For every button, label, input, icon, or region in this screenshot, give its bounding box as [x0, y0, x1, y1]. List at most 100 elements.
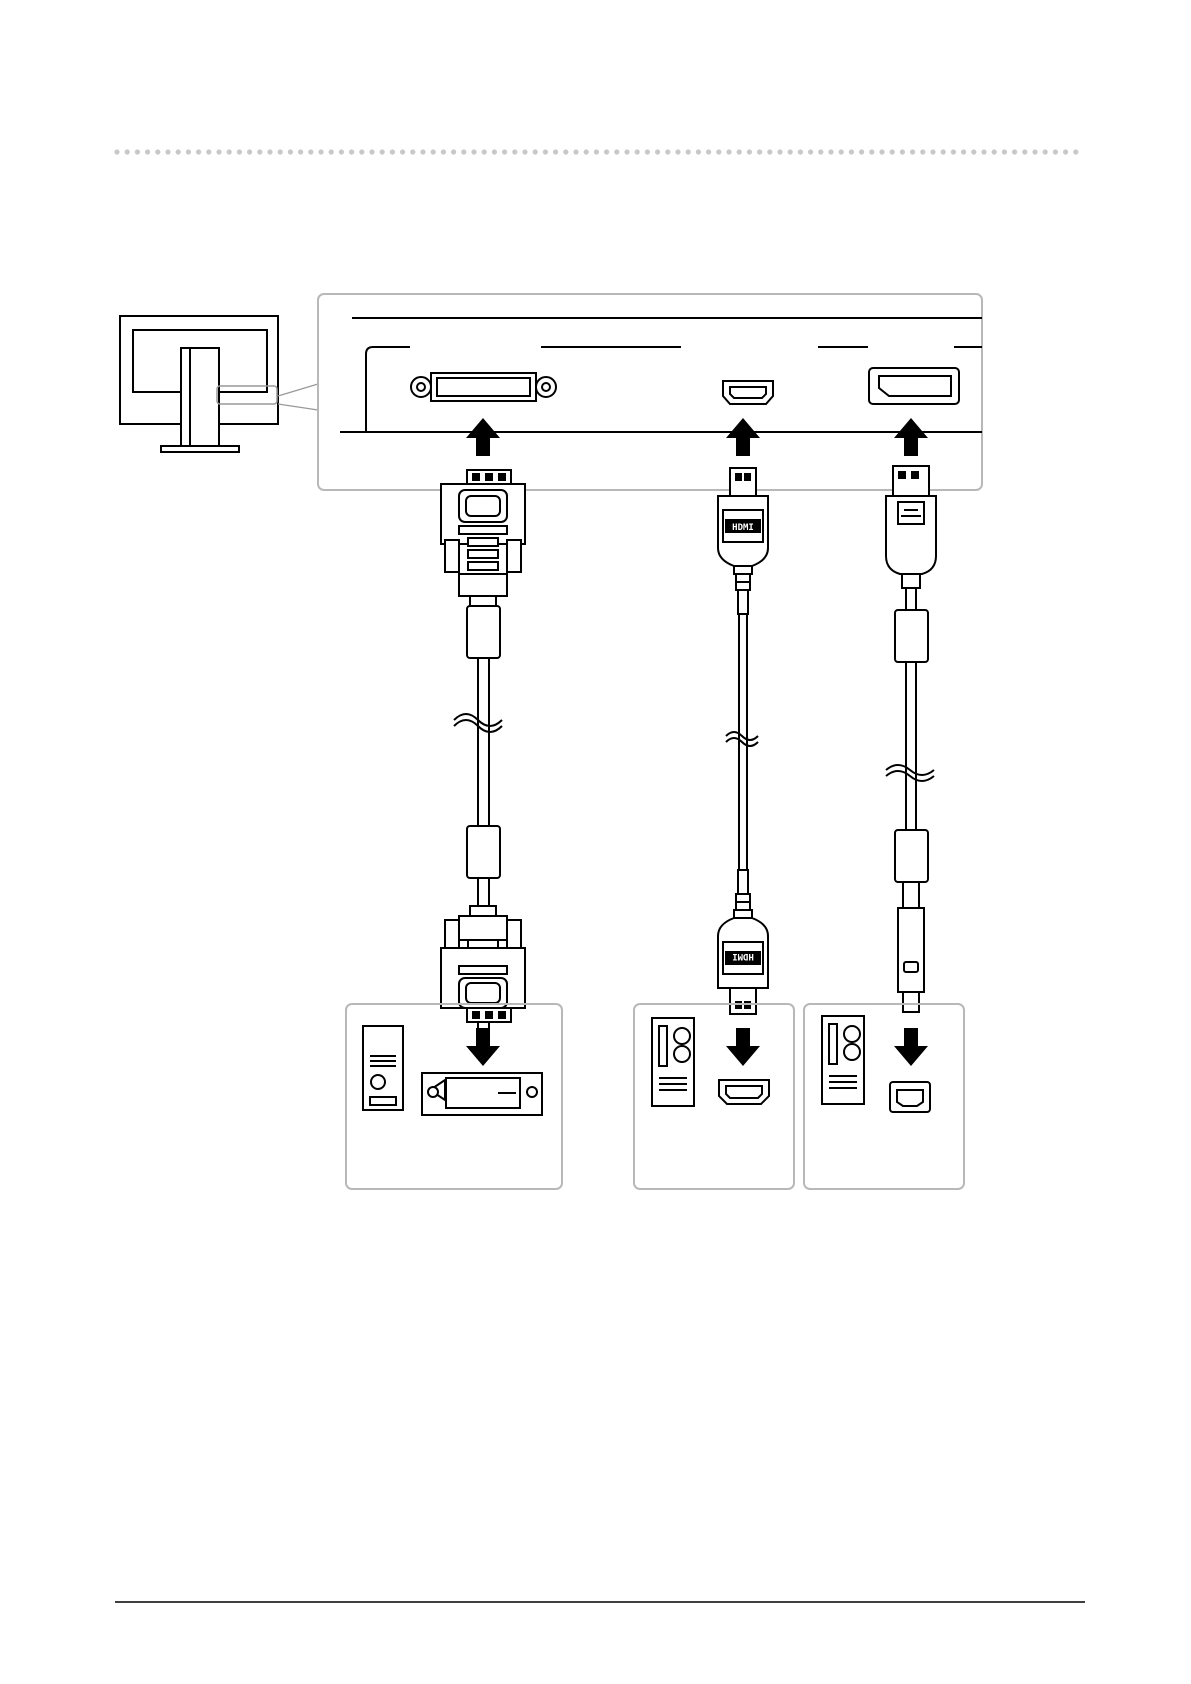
rule-dot [461, 149, 466, 154]
rule-dot [349, 149, 354, 154]
rule-dot [665, 149, 670, 154]
rule-dot [533, 149, 538, 154]
rule-dot [1012, 149, 1017, 154]
arrow-up-icon [894, 418, 928, 456]
rule-dot [614, 149, 619, 154]
rule-dot [930, 149, 935, 154]
rule-dot [267, 149, 272, 154]
rule-dot [114, 149, 119, 154]
hdmi-cable-icon: HDMI HDMI [718, 468, 768, 1014]
arrow-up-icon [726, 418, 760, 456]
mini-displayport-port-icon [890, 1082, 930, 1112]
rule-dot [288, 149, 293, 154]
rule-dot [553, 149, 558, 154]
rule-dot [767, 149, 772, 154]
rule-dot [329, 149, 334, 154]
rule-dot [318, 149, 323, 154]
pc-tower-icon [652, 1018, 694, 1106]
dvi-port-icon-pc [422, 1073, 542, 1115]
pc-panel-displayport [804, 1004, 964, 1189]
rule-dot [1002, 149, 1007, 154]
displayport-cable-icon [886, 466, 936, 1012]
rule-dot [716, 149, 721, 154]
displayport-port-icon [869, 368, 959, 404]
rule-dot [482, 149, 487, 154]
dvi-cable-icon [441, 470, 525, 1040]
rule-dot [451, 149, 456, 154]
rule-dot [237, 149, 242, 154]
rule-dot [757, 149, 762, 154]
rule-dot [624, 149, 629, 154]
rule-dot [359, 149, 364, 154]
rule-dot [522, 149, 527, 154]
rule-dot [1022, 149, 1027, 154]
rule-dot [308, 149, 313, 154]
rule-dot [196, 149, 201, 154]
rule-dot [726, 149, 731, 154]
rule-dot [604, 149, 609, 154]
arrow-up-icon [466, 418, 928, 456]
arrow-down-icon [466, 1028, 500, 1066]
hdmi-logo-top: HDMI [732, 523, 754, 533]
rule-dot [1063, 149, 1068, 154]
arrow-down-icon [894, 1028, 928, 1066]
rule-dot [696, 149, 701, 154]
rule-dot [890, 149, 895, 154]
rule-dot [900, 149, 905, 154]
rule-dot [298, 149, 303, 154]
rule-dot [410, 149, 415, 154]
rule-dot [543, 149, 548, 154]
rule-dot [512, 149, 517, 154]
rule-dot [227, 149, 232, 154]
rule-dot [869, 149, 874, 154]
rule-dot [492, 149, 497, 154]
header-dotted-rule [114, 149, 1078, 154]
rule-dot [278, 149, 283, 154]
rule-dot [135, 149, 140, 154]
rule-dot [879, 149, 884, 154]
rule-dot [686, 149, 691, 154]
rule-dot [594, 149, 599, 154]
rule-dot [339, 149, 344, 154]
rule-dot [747, 149, 752, 154]
dvi-port-icon [411, 373, 556, 401]
monitor-icon [120, 316, 318, 452]
rule-dot [165, 149, 170, 154]
rule-dot [176, 149, 181, 154]
rule-dot [125, 149, 130, 154]
rule-dot [257, 149, 262, 154]
arrow-up-icon [466, 418, 500, 456]
rule-dot [145, 149, 150, 154]
rule-dot [431, 149, 436, 154]
rule-dot [859, 149, 864, 154]
rule-dot [655, 149, 660, 154]
hdmi-logo-bottom: HDMI [732, 951, 754, 961]
pc-panel-hdmi [634, 1004, 794, 1189]
rule-dot [584, 149, 589, 154]
rule-dot [471, 149, 476, 154]
rule-dot [971, 149, 976, 154]
rule-dot [573, 149, 578, 154]
rule-dot [420, 149, 425, 154]
rule-dot [941, 149, 946, 154]
rule-dot [206, 149, 211, 154]
rule-dot [1032, 149, 1037, 154]
rule-dot [380, 149, 385, 154]
hdmi-port-icon-pc [719, 1080, 769, 1104]
rule-dot [1073, 149, 1078, 154]
rule-dot [1043, 149, 1048, 154]
rule-dot [961, 149, 966, 154]
pc-tower-icon [363, 1026, 403, 1110]
rule-dot [818, 149, 823, 154]
rule-dot [635, 149, 640, 154]
rule-dot [400, 149, 405, 154]
rule-dot [992, 149, 997, 154]
rule-dot [737, 149, 742, 154]
rule-dot [777, 149, 782, 154]
rule-dot [910, 149, 915, 154]
hdmi-port-icon [723, 381, 773, 404]
rule-dot [706, 149, 711, 154]
rule-dot [849, 149, 854, 154]
